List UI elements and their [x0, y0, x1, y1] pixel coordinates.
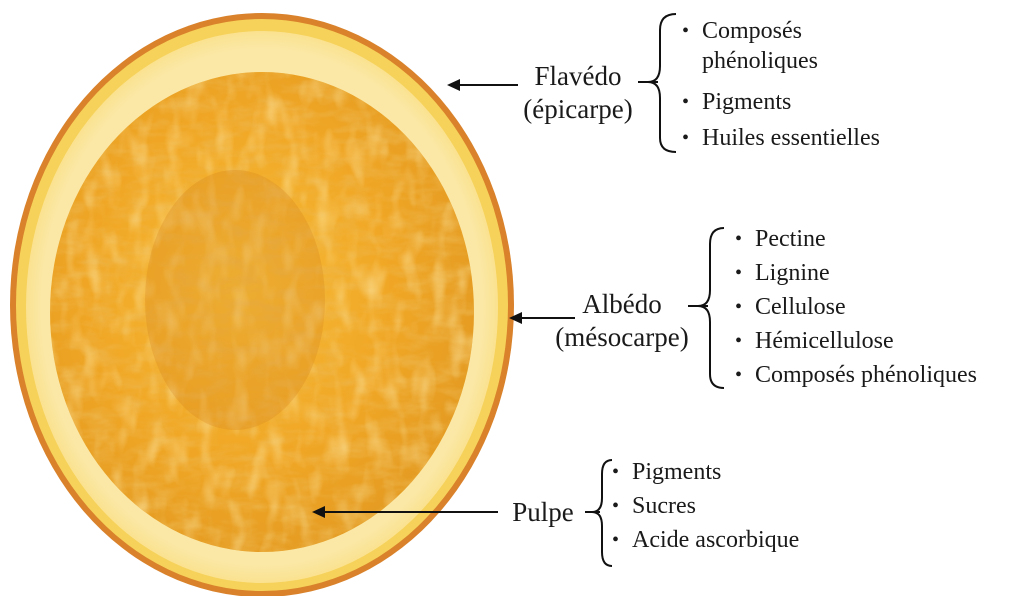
- albedo-component-item: Pectine: [733, 222, 977, 256]
- albedo-component-item: Lignine: [733, 256, 977, 290]
- pulpe-component-item: Acide ascorbique: [610, 523, 799, 557]
- flavedo-bracket: [648, 14, 676, 152]
- flavedo-arrowhead: [447, 79, 460, 91]
- pulpe-component-item: Sucres: [610, 489, 799, 523]
- albedo-label: Albédo (mésocarpe): [543, 288, 701, 354]
- flavedo-component-item: Huiles essentielles: [680, 120, 880, 156]
- pulpe-components-list: Pigments Sucres Acide ascorbique: [610, 455, 799, 557]
- albedo-component-item: Cellulose: [733, 290, 977, 324]
- pulp-dark-center: [145, 170, 325, 430]
- albedo-subname: (mésocarpe): [543, 321, 701, 354]
- flavedo-component-item: Composés phénoliques: [680, 16, 872, 76]
- albedo-component-item: Composés phénoliques: [733, 358, 977, 392]
- flavedo-component-item: Pigments: [680, 84, 880, 120]
- albedo-name: Albédo: [543, 288, 701, 321]
- flavedo-name: Flavédo: [512, 60, 644, 93]
- flavedo-subname: (épicarpe): [512, 93, 644, 126]
- flavedo-components-list: Composés phénoliques Pigments Huiles ess…: [680, 16, 880, 156]
- albedo-component-item: Hémicellulose: [733, 324, 977, 358]
- pulpe-component-item: Pigments: [610, 455, 799, 489]
- pulpe-name: Pulpe: [500, 496, 586, 529]
- pulpe-label: Pulpe: [500, 496, 586, 529]
- pulpe-bracket: [592, 460, 612, 566]
- albedo-bracket: [698, 228, 724, 388]
- albedo-components-list: Pectine Lignine Cellulose Hémicellulose …: [733, 222, 977, 392]
- flavedo-label: Flavédo (épicarpe): [512, 60, 644, 126]
